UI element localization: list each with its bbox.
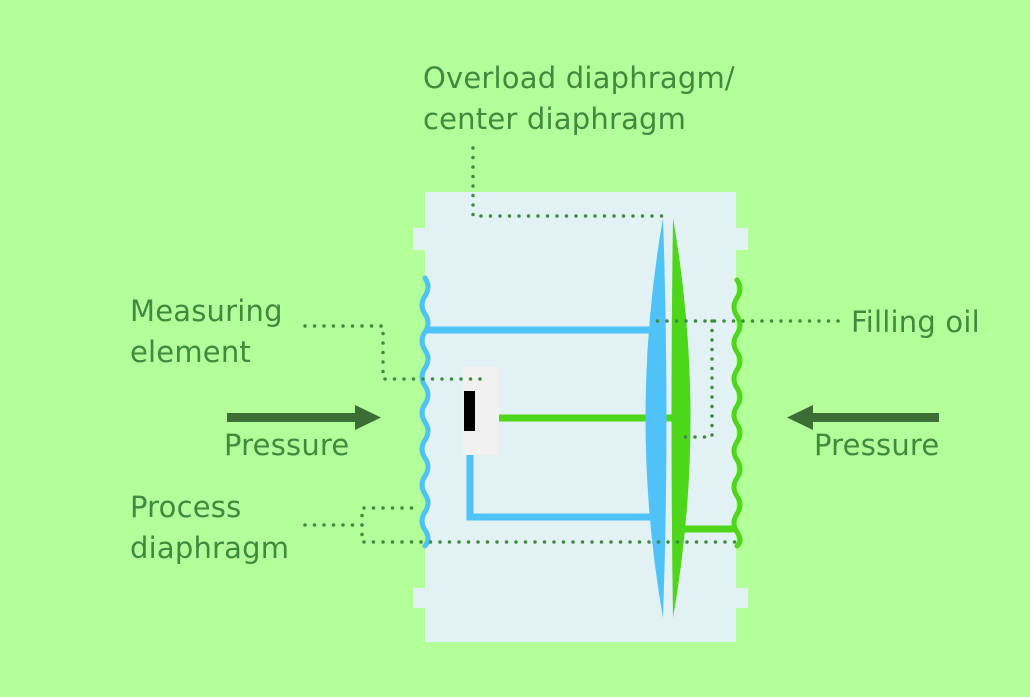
leader-process-diaphragm-branch	[360, 523, 737, 544]
pressure-arrow-right	[787, 405, 939, 430]
label-measuring-element-line1: Measuring	[130, 294, 283, 328]
leader-measuring-element	[303, 324, 488, 381]
right-process-diaphragm	[731, 277, 743, 549]
label-overload-diaphragm-line1: Overload diaphragm/	[423, 61, 735, 95]
label-overload-diaphragm-line2: center diaphragm	[423, 102, 687, 136]
label-pressure-left: Pressure	[224, 428, 350, 462]
label-pressure-right: Pressure	[814, 428, 940, 462]
measuring-element-bar	[464, 391, 475, 431]
label-process-diaphragm-line1: Process	[130, 490, 242, 524]
pressure-arrow-left	[227, 405, 381, 430]
leader-overload-diaphragm	[471, 146, 668, 218]
center-diaphragm-green	[671, 218, 691, 618]
label-process-diaphragm: Process diaphragm	[130, 487, 289, 569]
label-overload-diaphragm: Overload diaphragm/ center diaphragm	[423, 58, 735, 140]
blue-oil-channel-lower	[466, 450, 651, 521]
label-filling-oil: Filling oil	[851, 305, 980, 339]
label-measuring-element: Measuring element	[130, 291, 283, 373]
left-process-diaphragm	[419, 275, 431, 549]
leader-filling-oil-branch	[682, 319, 714, 439]
leader-lines	[303, 146, 840, 544]
label-process-diaphragm-line2: diaphragm	[130, 531, 290, 565]
center-diaphragm-blue	[645, 218, 667, 618]
leader-process-diaphragm	[303, 506, 414, 527]
label-measuring-element-line2: element	[130, 335, 251, 369]
